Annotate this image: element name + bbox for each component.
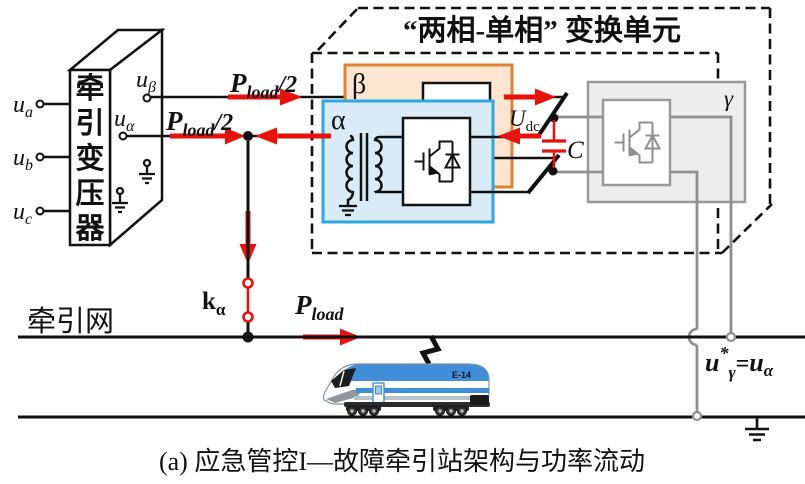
transformer-char: 压 xyxy=(75,178,104,210)
feeder-drop xyxy=(242,131,254,337)
label-udc: Udc xyxy=(509,106,540,135)
train-windshield xyxy=(331,368,356,388)
gamma-rail-tap xyxy=(691,410,703,422)
transformer-ground-icon xyxy=(112,158,155,214)
label-capacitor: C xyxy=(567,137,584,164)
gamma-label: γ xyxy=(724,86,734,111)
label-traction-network: 牵引网 xyxy=(27,305,114,338)
transformer-char: 变 xyxy=(75,141,104,175)
three-phase-inputs xyxy=(35,99,70,216)
alpha-inverter-box xyxy=(401,116,472,207)
transformer-char: 引 xyxy=(75,107,104,140)
transformer-char: 器 xyxy=(74,213,105,245)
label-ubeta: uβ xyxy=(136,67,156,96)
u-beta-terminal xyxy=(142,93,152,103)
label-ualpha: uα xyxy=(114,106,135,135)
beta-label: β xyxy=(352,69,366,100)
label-pload-half-top: Pload/2 xyxy=(229,68,297,102)
label-ugamma-ref: u*γ=uα xyxy=(705,343,774,382)
kalpha-switch-contact xyxy=(242,277,254,289)
conversion-unit-title: “两相-单相” 变换单元 xyxy=(403,13,681,47)
gamma-catenary-tap xyxy=(725,331,737,343)
alpha-converter-block: α xyxy=(321,99,495,224)
label-ub: ub xyxy=(13,145,33,174)
alpha-label: α xyxy=(331,105,346,136)
pantograph-icon xyxy=(419,334,442,366)
u-alpha-terminal xyxy=(118,131,128,141)
rail-ground-icon xyxy=(745,417,769,442)
train-mid-stripe xyxy=(356,388,489,393)
train-lower-stripe xyxy=(354,396,489,400)
gamma-inverter-box xyxy=(601,98,672,187)
label-uc: uc xyxy=(13,199,32,228)
catenary-junction-dot xyxy=(242,331,254,343)
kalpha-switch-contact xyxy=(242,311,254,323)
junction-dot xyxy=(243,131,253,141)
dc-minus-node xyxy=(548,166,558,176)
gamma-converter-block: γ xyxy=(586,80,747,204)
train-nose-stripe xyxy=(326,390,362,403)
figure-caption: (a) 应急管控I—故障牵引站架构与功率流动 xyxy=(159,447,645,476)
train-door-window xyxy=(375,385,382,395)
label-pload-half-mid: Pload/2 xyxy=(165,106,233,140)
label-kalpha: kα xyxy=(202,288,226,319)
traction-transformer: 牵 引 变 压 器 xyxy=(66,27,166,248)
label-ua: ua xyxy=(13,92,33,121)
dc-plus-node xyxy=(549,113,559,123)
label-pload: Pload xyxy=(294,290,345,324)
dc-switch-blades xyxy=(526,91,569,195)
train: E-14 xyxy=(322,334,490,416)
train-model-label: E-14 xyxy=(452,370,471,380)
transformer-char: 牵 xyxy=(75,72,104,105)
train-wheels xyxy=(347,406,467,416)
isolation-transformer-icon xyxy=(339,133,403,217)
train-roof-stripe xyxy=(336,364,489,381)
gamma-output-wires xyxy=(556,115,733,414)
